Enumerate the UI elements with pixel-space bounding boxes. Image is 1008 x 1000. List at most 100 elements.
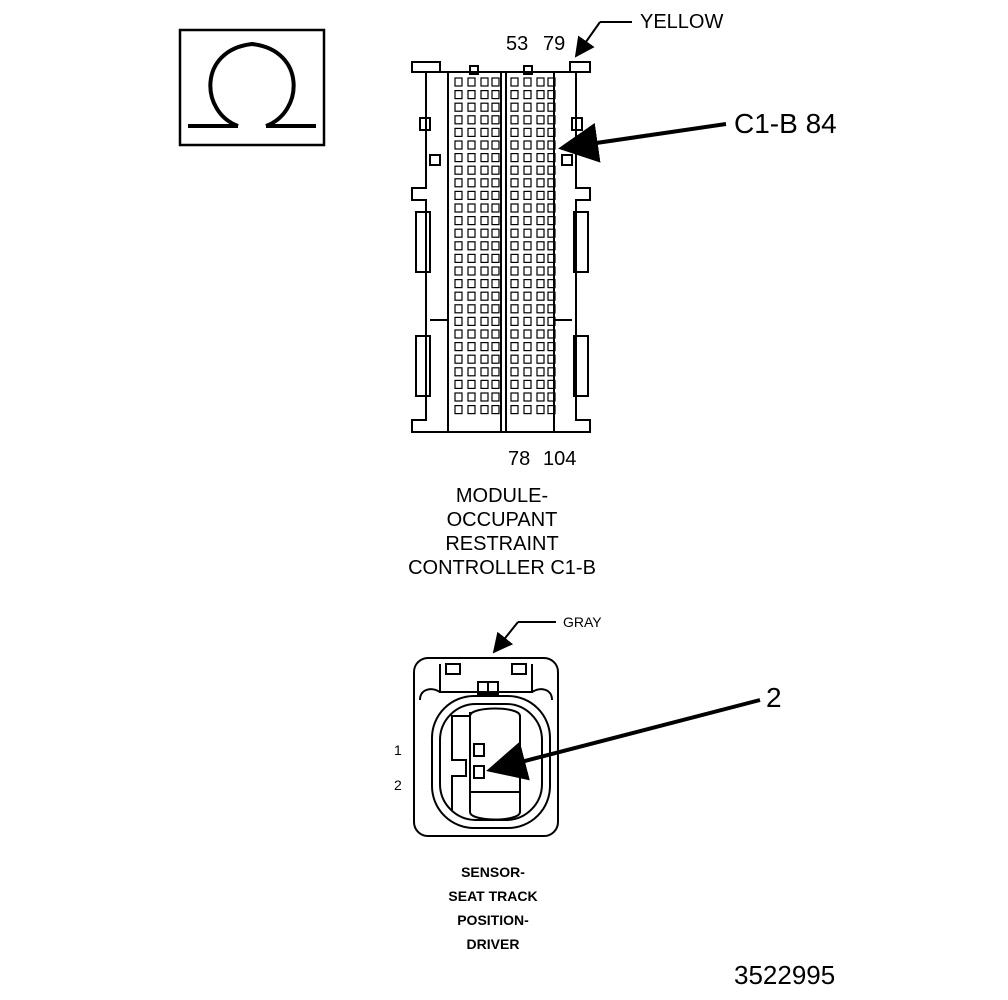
pin-cavity	[547, 405, 556, 415]
pin-cavity	[547, 153, 556, 163]
pin-cavity	[454, 102, 463, 112]
pin-cavity	[467, 127, 476, 137]
pin-79-label: 79	[543, 33, 566, 55]
pin-cavity	[510, 367, 519, 377]
pin-cavity	[491, 127, 500, 137]
pin-cavity	[523, 392, 532, 402]
pin-cavity	[523, 266, 532, 276]
pin-cavity	[480, 405, 489, 415]
pin-cavity	[547, 392, 556, 402]
pin-2-callout: 2	[766, 682, 782, 713]
pin-cavity	[480, 253, 489, 263]
pin-cavity	[510, 316, 519, 326]
pin-cavity	[523, 127, 532, 137]
pin-cavity	[547, 354, 556, 364]
pin-cavity	[454, 316, 463, 326]
pin-cavity	[480, 140, 489, 150]
pin-cavity	[536, 228, 545, 238]
pin-cavity	[491, 266, 500, 276]
pin-cavity	[523, 354, 532, 364]
pin-cavity	[510, 89, 519, 100]
pin-cavity	[536, 266, 545, 276]
pin-cavity	[480, 367, 489, 377]
pin-cavity	[454, 203, 463, 213]
pin-cavity	[480, 291, 489, 301]
pin-cavity	[480, 379, 489, 389]
pin-cavity	[480, 392, 489, 402]
pin-cavity	[491, 115, 500, 125]
pin-cavity	[510, 140, 519, 150]
pin-cavity	[536, 216, 545, 226]
pin-cavity	[523, 203, 532, 213]
pin-cavity	[454, 127, 463, 137]
pin-cavity	[491, 190, 500, 200]
pin-cavity	[523, 115, 532, 125]
pin-cavity	[467, 329, 476, 339]
pin-cavity	[454, 405, 463, 415]
pin-cavity	[491, 253, 500, 263]
pin-53-label: 53	[506, 33, 529, 55]
pin-cavity	[491, 279, 500, 289]
pin-cavity	[467, 405, 476, 415]
pin-78-label: 78	[508, 448, 531, 470]
title-line: OCCUPANT	[446, 509, 558, 531]
pin-cavity	[491, 392, 500, 402]
pin-cavity	[454, 291, 463, 301]
pin-cavity	[523, 89, 532, 100]
pin-cavity	[467, 253, 476, 263]
pin-cavity	[510, 291, 519, 301]
pin-cavity	[510, 216, 519, 226]
pin-cavity	[547, 342, 556, 352]
pin-cavity	[491, 89, 500, 100]
gray-leader	[492, 621, 556, 654]
pin-cavity	[523, 216, 532, 226]
pin-cavity	[454, 266, 463, 276]
yellow-color-label: YELLOW	[640, 11, 724, 33]
pin-2-arrow	[486, 698, 761, 781]
pin-cavity	[480, 266, 489, 276]
pin-cavity	[536, 241, 545, 251]
pin-cavity	[536, 367, 545, 377]
pin-cavity	[467, 241, 476, 251]
pin-cavity	[510, 115, 519, 125]
pin-cavity	[454, 140, 463, 150]
pin-cavity	[480, 89, 489, 100]
pin-cavity	[510, 203, 519, 213]
pin-cavity	[480, 127, 489, 137]
pin-cavity	[480, 304, 489, 314]
pin-cavity	[454, 342, 463, 352]
pin-cavity	[467, 153, 476, 163]
pin-cavity	[510, 153, 519, 163]
pin-cavity	[523, 165, 532, 175]
pin-cavity	[547, 266, 556, 276]
c1b-84-callout: C1-B 84	[734, 108, 837, 139]
pin-cavity	[523, 367, 532, 377]
pin-cavity	[454, 190, 463, 200]
pin-cavity	[547, 165, 556, 175]
pin-cavity	[547, 228, 556, 238]
pin-cavity	[547, 102, 556, 112]
pin-cavity	[480, 165, 489, 175]
pin-cavity	[491, 241, 500, 251]
pin-cavity	[510, 127, 519, 137]
pin-cavity	[547, 203, 556, 213]
pin-cavity	[467, 77, 476, 87]
pin-cavity	[536, 342, 545, 352]
pin-cavity	[454, 165, 463, 175]
pin-cavity	[510, 241, 519, 251]
pin-cavity	[480, 77, 489, 87]
pin-cavity	[454, 77, 463, 87]
pin-cavity	[523, 140, 532, 150]
pin-cavity	[454, 115, 463, 125]
pin-cavity	[467, 304, 476, 314]
pin-cavity	[467, 165, 476, 175]
pin-cavity	[454, 304, 463, 314]
figure-number: 3522995	[734, 960, 836, 990]
pin-cavity	[523, 253, 532, 263]
pin-cavity	[454, 392, 463, 402]
pin-cavity	[547, 379, 556, 389]
pin-cavity	[454, 329, 463, 339]
pin-cavity	[491, 316, 500, 326]
pin-cavity	[467, 203, 476, 213]
